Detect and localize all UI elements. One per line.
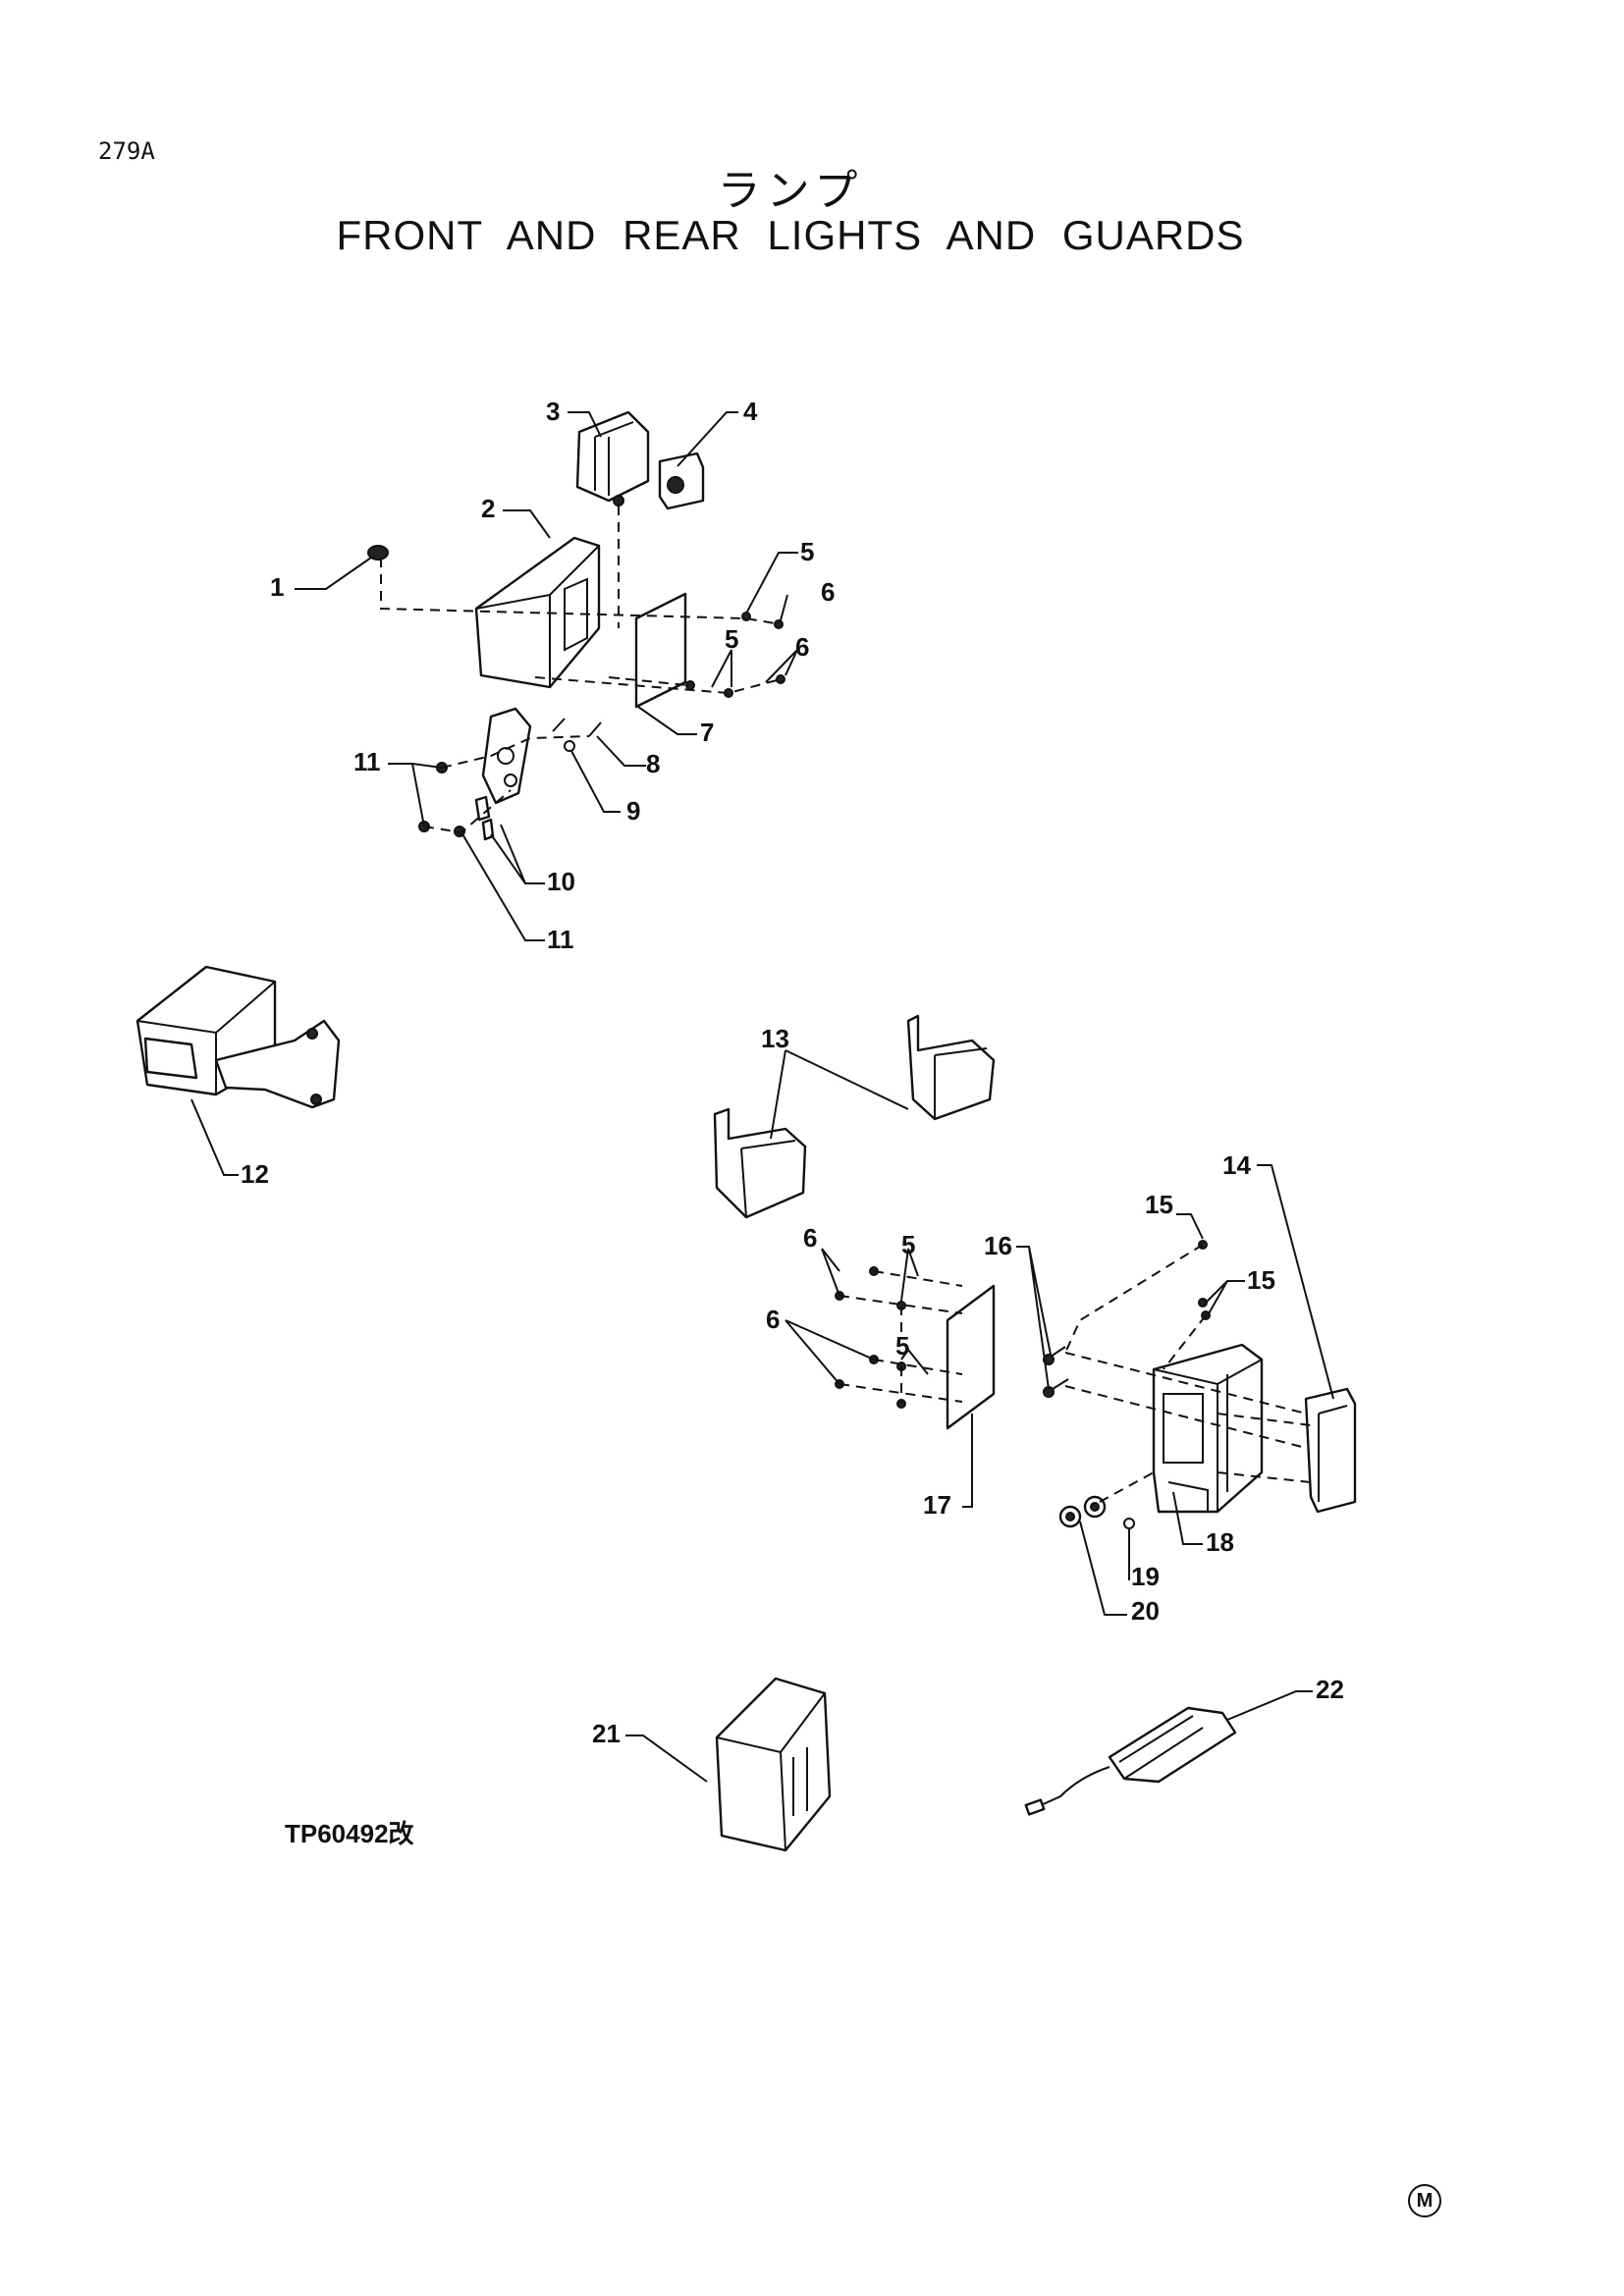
callout-11: 11 — [353, 747, 381, 776]
part-21-lamp — [715, 1677, 832, 1852]
callout-5: 5 — [895, 1331, 909, 1361]
part-9-washer — [564, 740, 575, 752]
callout-5: 5 — [800, 537, 814, 566]
callout-labels: 1 2 3 4 5 6 5 6 7 8 9 10 11 11 12 13 14 … — [241, 397, 1344, 1748]
front-light-assembly — [367, 410, 785, 841]
callout-12: 12 — [241, 1159, 269, 1189]
callout-15: 15 — [1145, 1190, 1173, 1219]
callout-19: 19 — [1131, 1562, 1160, 1591]
part-10-bolts — [474, 795, 491, 822]
corner-mark: M — [1408, 2184, 1441, 2217]
callout-6: 6 — [795, 632, 809, 662]
rear-light-assembly — [1043, 1240, 1357, 1529]
part-18-guard — [1152, 1343, 1264, 1514]
part-19-screw — [1123, 1518, 1135, 1529]
page-title-japanese: ランプ — [717, 166, 864, 216]
page-code: 279A — [98, 137, 155, 165]
callout-16: 16 — [984, 1231, 1012, 1260]
callout-5: 5 — [725, 624, 738, 654]
part-12-pole-light — [135, 965, 341, 1109]
callout-6: 6 — [803, 1223, 817, 1253]
callout-8: 8 — [646, 749, 660, 778]
callout-4: 4 — [743, 397, 758, 426]
callout-15: 15 — [1247, 1265, 1275, 1295]
part-8-bolt — [588, 721, 602, 737]
part-3-lamp — [575, 410, 650, 503]
callout-5: 5 — [901, 1230, 915, 1259]
callout-21: 21 — [592, 1719, 621, 1748]
callout-17: 17 — [923, 1490, 951, 1520]
page-title: FRONT AND REAR LIGHTS AND GUARDS — [336, 212, 1245, 258]
callout-14: 14 — [1222, 1150, 1251, 1180]
drawing-id: TP60492改 — [285, 1819, 414, 1848]
callout-2: 2 — [481, 494, 495, 523]
callout-18: 18 — [1206, 1527, 1234, 1557]
part-bracket — [481, 707, 532, 805]
callout-7: 7 — [700, 718, 714, 747]
callout-6: 6 — [821, 577, 835, 607]
part-14-lamp — [1304, 1387, 1357, 1514]
callout-22: 22 — [1316, 1675, 1344, 1704]
callout-20: 20 — [1131, 1596, 1160, 1626]
callout-6: 6 — [766, 1305, 780, 1334]
callout-3: 3 — [546, 397, 560, 426]
callout-10: 10 — [547, 867, 575, 896]
callout-11: 11 — [547, 925, 574, 954]
leader-lines — [190, 411, 1334, 1783]
part-7-plate — [634, 592, 687, 709]
part-22-marker-lamp — [1024, 1706, 1237, 1816]
callout-9: 9 — [626, 796, 640, 826]
part-16-bolts — [1050, 1346, 1069, 1390]
callout-1: 1 — [270, 572, 284, 602]
part-13-work-lights — [713, 1014, 996, 1219]
part-1-cap — [367, 545, 389, 561]
callout-13: 13 — [761, 1024, 789, 1053]
part-17-plate-assembly — [835, 1266, 996, 1430]
